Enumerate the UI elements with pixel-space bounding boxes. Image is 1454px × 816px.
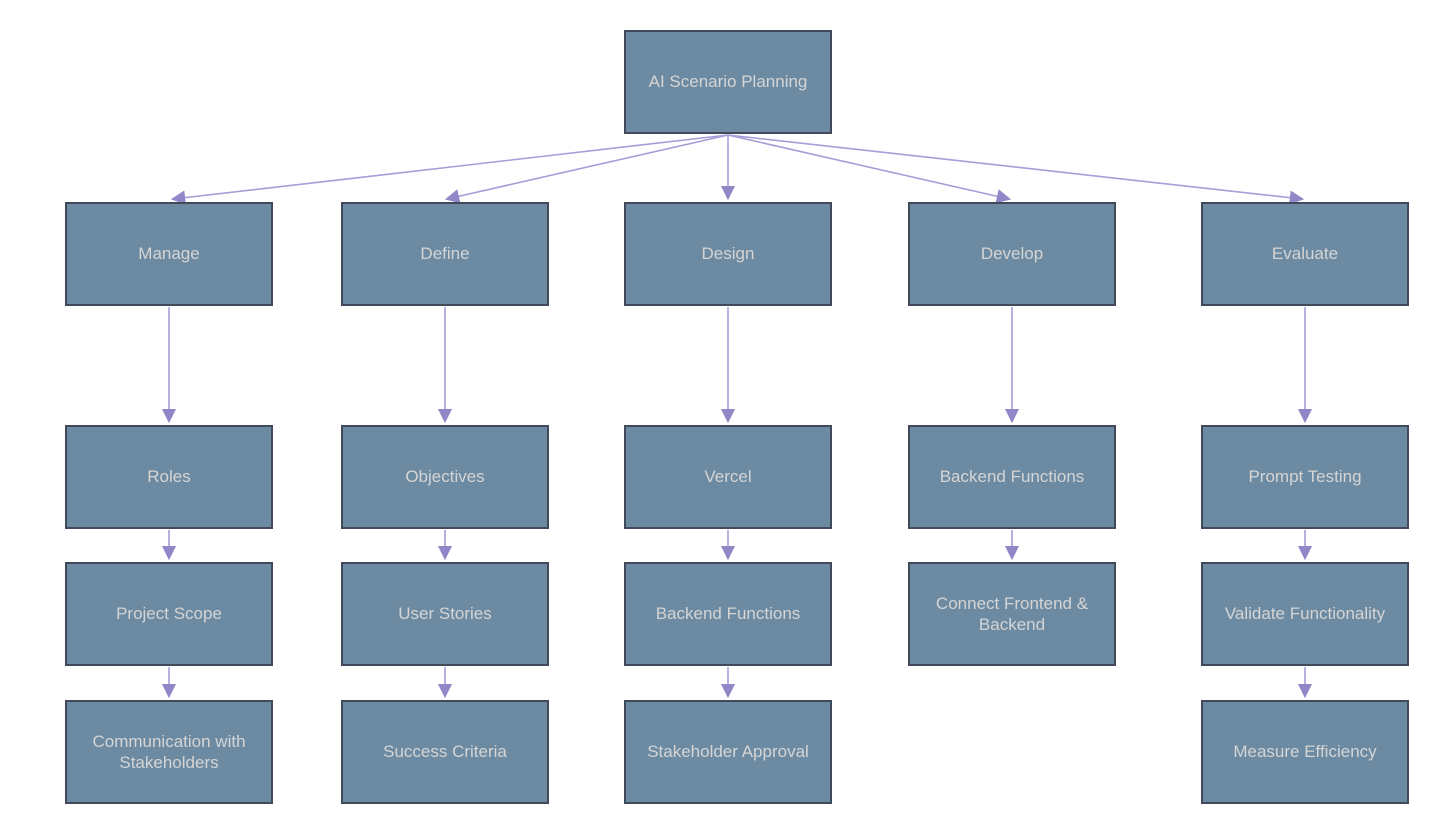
node-label: Stakeholder Approval bbox=[647, 742, 809, 762]
node-label: Develop bbox=[980, 244, 1044, 264]
node-label: Roles bbox=[147, 467, 191, 487]
node-label: Evaluate bbox=[1271, 244, 1339, 264]
node-backend-functions-develop: Backend Functions bbox=[908, 425, 1116, 529]
node-stakeholder-approval: Stakeholder Approval bbox=[624, 700, 832, 804]
node-label: Measure Efficiency bbox=[1233, 742, 1377, 762]
node-develop: Develop bbox=[908, 202, 1116, 306]
node-connect-frontend-backend: Connect Frontend & Backend bbox=[908, 562, 1116, 666]
node-label: Project Scope bbox=[116, 604, 222, 624]
node-label: User Stories bbox=[398, 604, 492, 624]
node-define: Define bbox=[341, 202, 549, 306]
node-label: Design bbox=[701, 244, 755, 264]
node-label: AI Scenario Planning bbox=[648, 72, 808, 92]
node-manage: Manage bbox=[65, 202, 273, 306]
node-label: Vercel bbox=[704, 467, 752, 487]
node-label: Define bbox=[420, 244, 470, 264]
node-evaluate: Evaluate bbox=[1201, 202, 1409, 306]
edge-root-manage bbox=[170, 134, 729, 205]
edge-root-evaluate bbox=[727, 134, 1305, 205]
node-label: Manage bbox=[138, 244, 200, 264]
node-vercel: Vercel bbox=[624, 425, 832, 529]
edge-root-define bbox=[444, 134, 729, 204]
node-communication-with-stakeholders: Communication with Stakeholders bbox=[65, 700, 273, 804]
node-measure-efficiency: Measure Efficiency bbox=[1201, 700, 1409, 804]
node-label: Backend Functions bbox=[939, 467, 1085, 487]
node-objectives: Objectives bbox=[341, 425, 549, 529]
node-label: Communication with Stakeholders bbox=[92, 731, 246, 772]
node-label: Objectives bbox=[405, 467, 485, 487]
node-prompt-testing: Prompt Testing bbox=[1201, 425, 1409, 529]
node-user-stories: User Stories bbox=[341, 562, 549, 666]
node-label: Backend Functions bbox=[655, 604, 801, 624]
node-project-scope: Project Scope bbox=[65, 562, 273, 666]
node-success-criteria: Success Criteria bbox=[341, 700, 549, 804]
node-backend-functions-design: Backend Functions bbox=[624, 562, 832, 666]
node-validate-functionality: Validate Functionality bbox=[1201, 562, 1409, 666]
node-label: Validate Functionality bbox=[1224, 604, 1386, 624]
node-ai-scenario-planning: AI Scenario Planning bbox=[624, 30, 832, 134]
node-design: Design bbox=[624, 202, 832, 306]
edge-root-develop bbox=[727, 134, 1012, 204]
node-label: Connect Frontend & Backend bbox=[935, 593, 1089, 634]
node-label: Success Criteria bbox=[383, 742, 507, 762]
node-label: Prompt Testing bbox=[1248, 467, 1362, 487]
node-roles: Roles bbox=[65, 425, 273, 529]
